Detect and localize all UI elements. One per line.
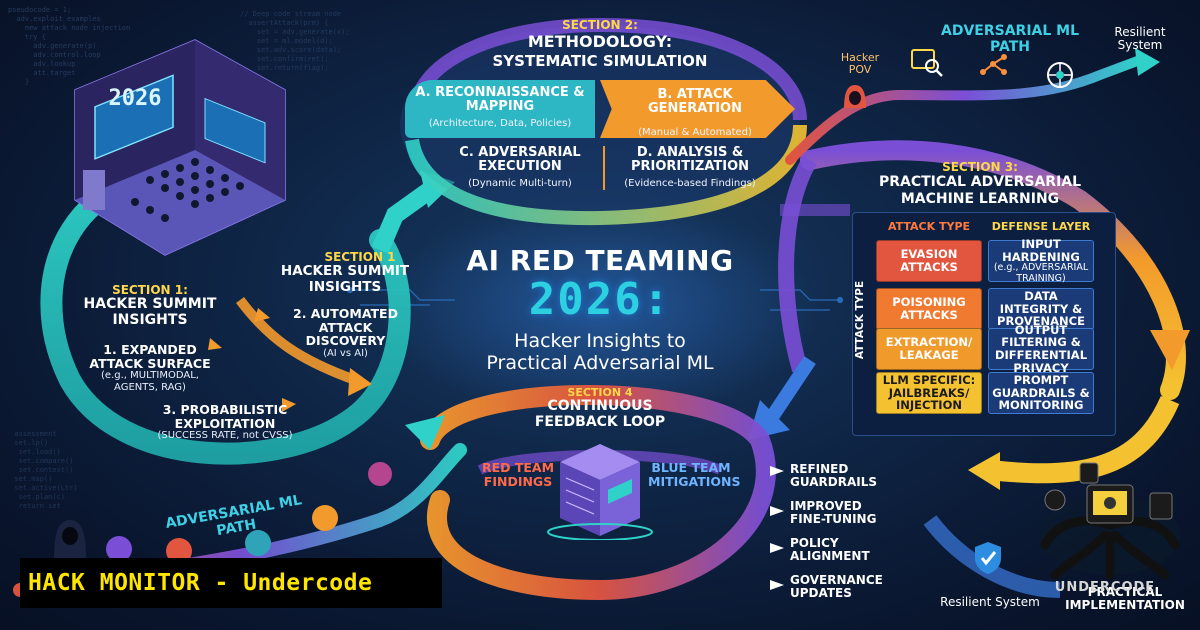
network-nodes-icon [980,54,1007,75]
quadrant-adversarial-execution: C. ADVERSARIAL EXECUTION (Dynamic Multi-… [459,145,581,189]
path-step-icon-4 [312,505,338,531]
server-icon [547,444,653,540]
section1b-title-2: INSIGHTS [308,279,382,295]
defense-layer-cell: OUTPUT FILTERING & DIFFERENTIAL PRIVACY [988,323,1094,374]
section3-title-2: MACHINE LEARNING [900,191,1060,207]
hacker-pov-label: Hacker POV [840,51,880,77]
hacker-hood-icon [844,85,866,108]
section1-title-1: HACKER SUMMIT [83,296,217,312]
defense-layer-subtitle: (e.g., ADVERSARIAL TRAINING) [993,262,1089,284]
defense-layer-title: OUTPUT FILTERING & DIFFERENTIAL PRIVACY [994,322,1088,375]
red-team-findings: RED TEAM FINDINGS [481,460,555,489]
quadrant-reconnaissance: A. RECONNAISSANCE & MAPPING (Architectur… [415,85,585,129]
section1-label: SECTION 1: [112,283,188,297]
main-title-line1: AI RED TEAMING [466,244,734,277]
attack-type-cell: EXTRACTION/ LEAKAGE [876,328,982,370]
outcome-improved-fine-tuning: IMPROVED FINE-TUNING [790,499,877,527]
defense-layer-title: DATA INTEGRITY & PROVENANCE [997,289,1085,329]
shield-check-icon [975,542,1001,574]
quadrant-analysis: D. ANALYSIS & PRIORITIZATION (Evidence-b… [624,145,756,189]
section2-title-2: SYSTEMATIC SIMULATION [492,52,708,70]
section1-item-attack-surface: 1. EXPANDED ATTACK SURFACE (e.g., MULTIM… [89,342,211,393]
section1-title-2: INSIGHTS [112,312,188,328]
outcome-policy-alignment: POLICY ALIGNMENT [790,536,870,564]
defense-layer-title: INPUT HARDENING [1002,236,1080,264]
attack-type-cell: EVASION ATTACKS [876,240,982,282]
path-step-icon-3 [245,530,271,556]
quadrant-attack-generation: B. ATTACK GENERATION (Manual & Automated… [638,87,752,138]
section4-title-2: FEEDBACK LOOP [534,414,666,430]
ai-brain-icon [1047,62,1073,88]
main-title-line3: Practical Adversarial ML [486,352,714,374]
quadrant-b-bg [600,80,795,138]
section4-title-1: CONTINUOUS [547,398,653,414]
resilient-system-bottom-label: Resilient System [940,595,1040,609]
outcome-governance-updates: GOVERNANCE UPDATES [790,573,883,601]
section1b-label: SECTION 1 [324,250,396,264]
path-top-label: ADVERSARIAL ML PATH [940,23,1080,55]
resilient-system-top-label: Resilient System [1114,25,1166,53]
main-title-line2: Hacker Insights to [514,330,686,352]
defense-layer-cell: DATA INTEGRITY & PROVENANCE [988,288,1094,330]
path-step-icon-5 [368,462,392,486]
column-header-attack: ATTACK TYPE [887,220,971,233]
section1b-item-automated-discovery: 2. AUTOMATED ATTACK DISCOVERY (AI vs AI) [293,306,398,359]
defense-layer-title: PROMPT GUARDRAILS & MONITORING [992,373,1090,413]
main-title-year: 2026: [528,274,672,325]
practical-implementation-label: PRACTICAL IMPLEMENTATION [1065,585,1185,613]
section3-label: SECTION 3: [942,160,1018,174]
defense-layer-cell: INPUT HARDENING(e.g., ADVERSARIAL TRAINI… [988,236,1094,284]
hacker-avatar-icon [54,520,86,558]
background-code-bottom-left: assessment set.lp() set.load() set.compa… [14,430,78,510]
side-label-attack-type: ATTACK TYPE [854,280,866,360]
blue-team-mitigations: BLUE TEAM MITIGATIONS [648,460,741,489]
outcome-refined-guardrails: REFINED GUARDRAILS [790,462,877,490]
background-code-top-left: pseudocode = 1; adv.exploit examples new… [8,6,131,86]
section1b-title-1: HACKER SUMMIT [280,263,410,279]
screen-year: 2026 [108,86,162,111]
section2-title-1: METHODOLOGY: [527,32,673,51]
section4-label: SECTION 4 [567,386,633,399]
undercode-logo [1040,462,1180,580]
magnifier-screen-icon [911,49,943,77]
quadrant-a-bg [405,80,595,138]
column-header-defense: DEFENSE LAYER [991,220,1091,233]
section1-item-probabilistic: 3. PROBABILISTIC EXPLOITATION (SUCCESS R… [157,402,293,441]
quadrant-divider [603,146,605,190]
background-code-top-center: // Deep code stream node assertAttack(pr… [240,10,350,81]
undercode-logo-text: UNDERCODE [1054,580,1156,595]
defense-layer-cell: PROMPT GUARDRAILS & MONITORING [988,372,1094,414]
hacker-summit-illustration [74,39,286,256]
attack-type-cell: POISONING ATTACKS [876,288,982,330]
section2-label: SECTION 2: [562,18,638,32]
hack-monitor-watermark: HACK MONITOR - Undercode [20,558,442,608]
path-step-icon-1 [106,536,132,562]
attack-type-cell: LLM SPECIFIC: JAILBREAKS/ INJECTION [876,372,982,414]
section3-title-1: PRACTICAL ADVERSARIAL [878,174,1082,190]
